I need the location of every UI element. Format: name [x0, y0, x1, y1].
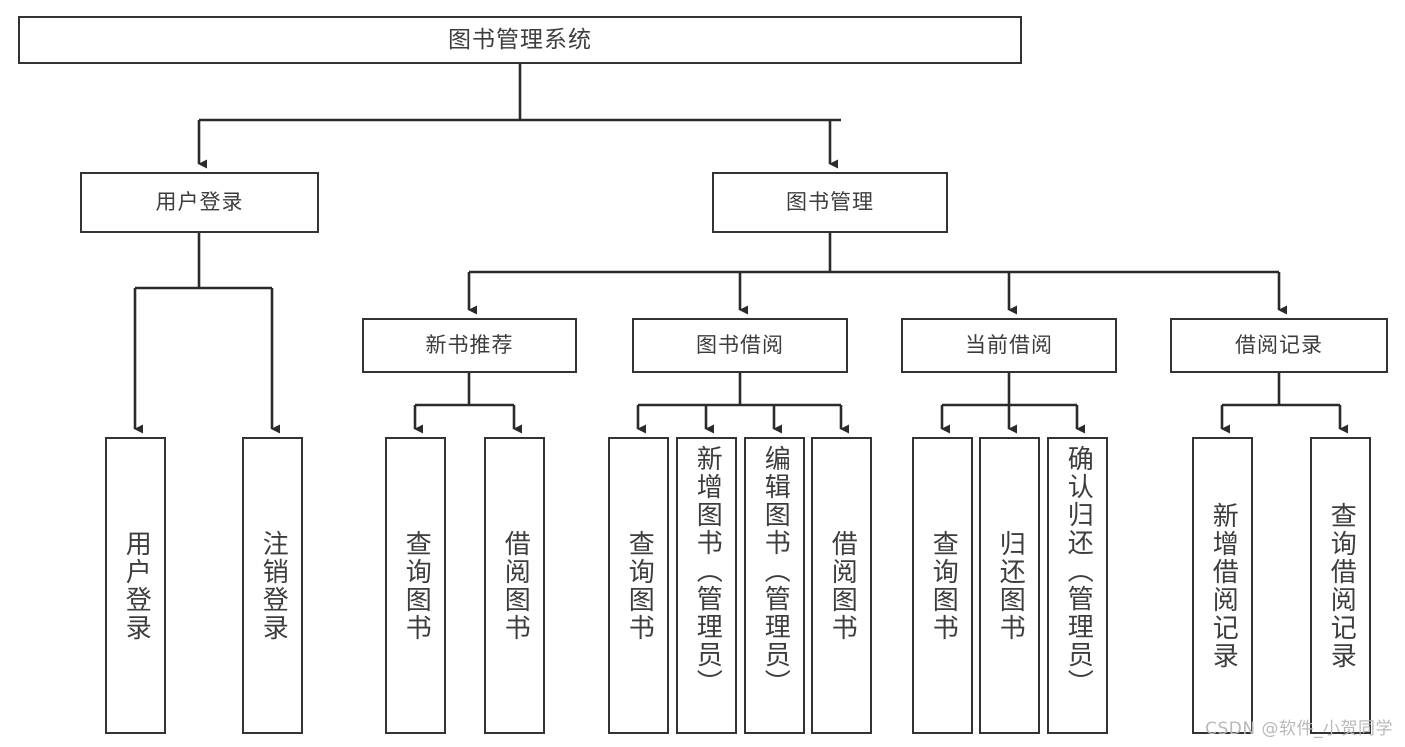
node-label: 借阅图书: [827, 529, 858, 642]
node-label: 借阅图书: [500, 529, 531, 642]
node-label: 新增图书（管理员）: [692, 445, 723, 697]
node-label: 图书管理: [786, 190, 874, 215]
leaf-current-query-book[interactable]: 查询图书: [912, 437, 973, 734]
node-label: 注销登录: [258, 529, 289, 642]
leaf-borrow-add-book-admin[interactable]: 新增图书（管理员）: [676, 437, 737, 734]
leaf-recommend-borrow-book[interactable]: 借阅图书: [484, 437, 545, 734]
node-book-borrow[interactable]: 图书借阅: [632, 318, 848, 373]
node-label: 借阅记录: [1235, 333, 1323, 358]
leaf-borrow-edit-book-admin[interactable]: 编辑图书（管理员）: [744, 437, 805, 734]
node-system-root[interactable]: 图书管理系统: [18, 16, 1022, 64]
node-book-management[interactable]: 图书管理: [712, 172, 948, 233]
node-label: 用户登录: [121, 529, 152, 642]
node-label: 编辑图书（管理员）: [760, 445, 791, 697]
node-label: 查询借阅记录: [1326, 501, 1357, 670]
node-label: 查询图书: [928, 529, 959, 642]
leaf-record-add-record[interactable]: 新增借阅记录: [1192, 437, 1253, 734]
leaf-user-login-login[interactable]: 用户登录: [105, 437, 166, 734]
node-label: 新书推荐: [425, 333, 514, 358]
csdn-watermark: CSDN @软件_小贺同学: [1205, 719, 1393, 739]
node-current-borrow[interactable]: 当前借阅: [901, 318, 1117, 373]
leaf-recommend-query-book[interactable]: 查询图书: [385, 437, 446, 734]
node-borrow-record[interactable]: 借阅记录: [1170, 318, 1388, 373]
node-label: 查询图书: [401, 529, 432, 642]
leaf-current-confirm-return-admin[interactable]: 确认归还（管理员）: [1047, 437, 1108, 734]
leaf-user-login-logout[interactable]: 注销登录: [242, 437, 303, 734]
node-label: 确认归还（管理员）: [1063, 445, 1094, 697]
leaf-current-return-book[interactable]: 归还图书: [979, 437, 1040, 734]
node-label: 用户登录: [155, 190, 244, 215]
leaf-record-query-record[interactable]: 查询借阅记录: [1310, 437, 1371, 734]
node-label: 当前借阅: [965, 333, 1053, 358]
node-user-login[interactable]: 用户登录: [80, 172, 319, 233]
node-label: 查询图书: [624, 529, 655, 642]
leaf-borrow-query-book[interactable]: 查询图书: [608, 437, 669, 734]
node-label: 归还图书: [995, 529, 1026, 642]
node-label: 图书管理系统: [448, 26, 592, 53]
leaf-borrow-borrow-book[interactable]: 借阅图书: [811, 437, 872, 734]
node-new-book-recommend[interactable]: 新书推荐: [362, 318, 577, 373]
node-label: 图书借阅: [696, 333, 784, 358]
node-label: 新增借阅记录: [1208, 501, 1239, 670]
